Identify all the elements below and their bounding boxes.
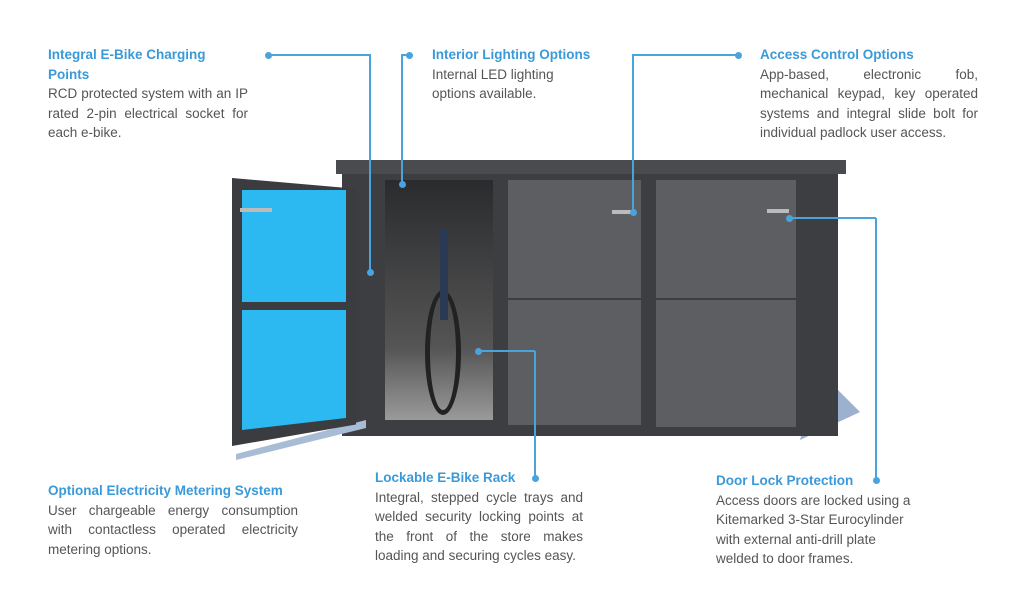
callout-body: RCD protected system with an IP rated 2-… — [48, 86, 248, 140]
callout-dot — [734, 51, 742, 59]
leader-line — [534, 351, 536, 478]
callout-title: Optional Electricity Metering System — [48, 483, 283, 498]
callout-title: Access Control Options — [760, 47, 914, 62]
leader-line — [478, 350, 535, 352]
callout-dot — [474, 347, 482, 355]
callout-dot — [398, 180, 406, 188]
leader-line — [369, 54, 371, 272]
callout-title: Lockable E-Bike Rack — [375, 470, 516, 485]
callout-dot — [264, 51, 272, 59]
leader-line — [632, 54, 634, 212]
callout-body: Integral, stepped cycle trays and welded… — [375, 489, 583, 564]
callout-body: User chargeable energy consumption with … — [48, 502, 298, 557]
callout-ebike-rack: Lockable E-Bike Rack Integral, stepped c… — [375, 468, 583, 566]
callout-electricity-metering: Optional Electricity Metering System Use… — [48, 481, 298, 559]
leader-line — [789, 217, 876, 219]
callout-interior-lighting: Interior Lighting Options Internal LED l… — [432, 45, 602, 104]
door-handle — [240, 208, 272, 212]
callout-title: Door Lock Protection — [716, 473, 854, 488]
door-2-lower — [508, 300, 641, 425]
callout-dot — [785, 214, 793, 222]
callout-dot — [405, 51, 413, 59]
door-2-upper — [508, 180, 641, 298]
door-3-lower — [656, 300, 796, 427]
open-door-glass-upper — [242, 190, 346, 302]
callout-title: Integral E-Bike Charging Points — [48, 47, 206, 82]
callout-dot — [872, 476, 880, 484]
shed-roof — [336, 160, 846, 174]
open-door-glass-lower — [242, 310, 346, 430]
callout-title: Interior Lighting Options — [432, 47, 591, 62]
callout-dot — [629, 208, 637, 216]
leader-line — [401, 54, 403, 184]
leader-line — [633, 54, 738, 56]
callout-body: Internal LED lighting options available. — [432, 66, 554, 102]
callout-body: Access doors are locked using a Kitemark… — [716, 492, 911, 567]
callout-body: App-based, electronic fob, mechanical ke… — [760, 66, 978, 141]
callout-dot — [531, 474, 539, 482]
callout-charging-points: Integral E-Bike Charging Points RCD prot… — [48, 45, 248, 143]
callout-access-control: Access Control Options App-based, electr… — [760, 45, 978, 143]
door-3-upper — [656, 180, 796, 298]
door-handle — [612, 210, 634, 214]
callout-dot — [366, 268, 374, 276]
leader-line — [268, 54, 370, 56]
bike-frame — [440, 230, 448, 320]
leader-line — [875, 218, 877, 480]
door-handle — [767, 209, 789, 213]
callout-door-lock: Door Lock Protection Access doors are lo… — [716, 471, 921, 569]
